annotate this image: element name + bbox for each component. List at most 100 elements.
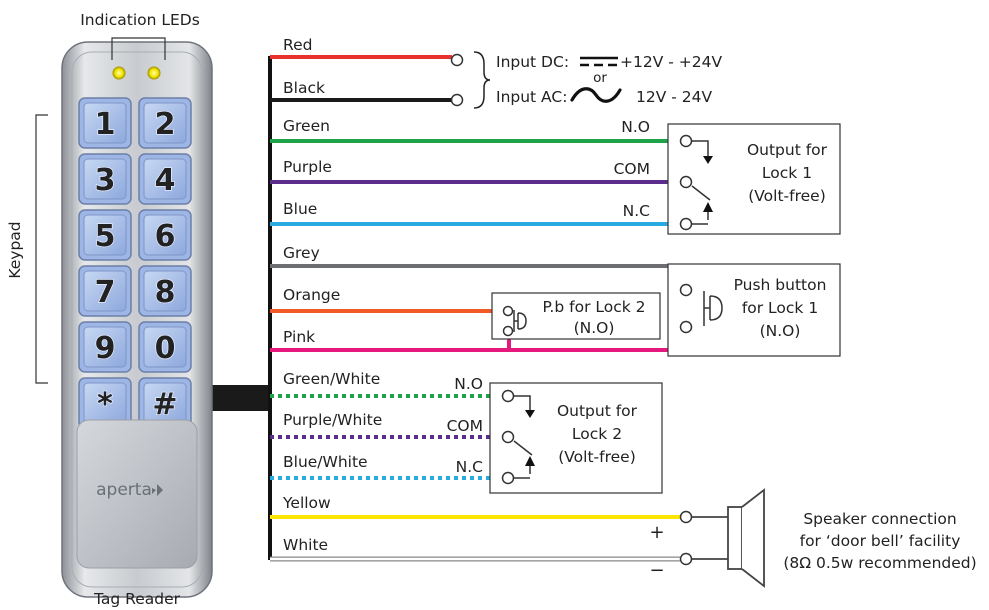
keypad-keys: 1 2 3 4 5 6 7 8 9 0 * # <box>78 97 192 429</box>
push-button-lock-1: Push button for Lock 1 (N.O) <box>667 263 841 357</box>
key-label: 1 <box>95 107 116 142</box>
key-label: 3 <box>95 163 116 198</box>
key-label: # <box>152 387 177 422</box>
wire-blue: Blue <box>270 200 680 226</box>
power-brace <box>473 51 491 109</box>
wire-label: Orange <box>283 286 340 304</box>
relay2-box <box>489 382 663 494</box>
terminal-white <box>679 552 693 566</box>
key-3: 3 <box>78 153 132 205</box>
relay2-nc: N.C <box>456 458 483 476</box>
speaker: + − Speaker connection for ‘door bell’ f… <box>649 488 977 588</box>
wire-red: Red <box>270 36 452 59</box>
pushbutton2-box <box>491 292 661 340</box>
speaker-magnet <box>727 506 743 570</box>
indication-led-left <box>112 66 126 80</box>
key-label: 9 <box>95 331 116 366</box>
pushbutton1-type: (N.O) <box>760 322 801 340</box>
push-button-lock-2: P.b for Lock 2 (N.O) <box>491 292 661 340</box>
power-ac-value: 12V - 24V <box>636 88 712 106</box>
brand-logo: aperta <box>96 480 152 500</box>
power-or: or <box>593 70 607 86</box>
key-star: * <box>78 377 132 429</box>
relay-lock-2: N.O COM N.C Output for Lock 2 (Volt-free… <box>447 375 663 494</box>
key-label: 0 <box>155 331 176 366</box>
key-7: 7 <box>78 265 132 317</box>
wire-white: White <box>270 536 680 562</box>
key-label: 4 <box>155 163 176 198</box>
wire-label: Black <box>283 79 325 97</box>
relay-lock-1: N.O COM N.C Output for Lock 1 (Volt-free… <box>614 118 841 235</box>
speaker-minus: − <box>649 560 664 581</box>
relay1-com: COM <box>614 160 650 178</box>
dc-symbol-icon <box>580 56 618 67</box>
speaker-title: Speaker connection <box>803 510 956 528</box>
key-label: 8 <box>155 275 176 310</box>
relay2-title: Output for <box>557 402 638 420</box>
keypad-label: Keypad <box>6 221 24 278</box>
indication-leds-label: Indication LEDs <box>80 11 200 29</box>
wire-green: Green <box>270 117 680 143</box>
relay1-voltfree: (Volt-free) <box>748 187 826 205</box>
wire-label: Green/White <box>283 370 380 388</box>
relay2-com: COM <box>447 417 483 435</box>
key-label: 6 <box>155 219 176 254</box>
pushbutton1-lock: for Lock 1 <box>742 299 818 317</box>
indication-leds-bracket <box>111 37 166 60</box>
speaker-facility: for ‘door bell’ facility <box>800 532 961 550</box>
power-ac-label: Input AC: <box>496 88 567 106</box>
relay1-no: N.O <box>621 118 650 136</box>
speaker-recommendation: (8Ω 0.5w recommended) <box>783 554 976 572</box>
brand-mark-icon <box>152 484 163 496</box>
wire-label: Blue/White <box>283 453 368 471</box>
key-9: 9 <box>78 321 132 373</box>
wire-label: Green <box>283 117 330 135</box>
key-1: 1 <box>78 97 132 149</box>
wire-label: Grey <box>283 244 320 262</box>
wire-black: Black <box>270 79 452 102</box>
wire-label: Blue <box>283 200 317 218</box>
wire-blue-white: Blue/White <box>270 453 502 480</box>
indication-led-right <box>147 66 161 80</box>
key-hash: # <box>138 377 192 429</box>
wire-grey: Grey <box>270 244 688 284</box>
terminal-black <box>450 93 464 107</box>
device-faceplate <box>71 51 203 588</box>
key-label: 2 <box>155 107 176 142</box>
keypad-bracket <box>35 114 48 384</box>
tag-reader-label: Tag Reader <box>93 590 181 608</box>
relay1-box <box>667 123 841 235</box>
wire-label: Yellow <box>282 494 331 512</box>
speaker-cone-icon <box>741 488 765 588</box>
push-button-2-symbol-icon <box>513 310 527 332</box>
pushbutton2-title: P.b for Lock 2 <box>543 298 646 316</box>
key-label: 7 <box>95 275 116 310</box>
power-dc-value: +12V - +24V <box>620 53 722 71</box>
terminal-yellow <box>679 510 693 524</box>
key-0: 0 <box>138 321 192 373</box>
key-5: 5 <box>78 209 132 261</box>
speaker-plus: + <box>649 522 664 543</box>
pushbutton1-title: Push button <box>734 276 827 294</box>
wire-yellow: Yellow <box>270 494 680 519</box>
key-8: 8 <box>138 265 192 317</box>
keypad-device: 1 2 3 4 5 6 7 8 9 0 * # aperta <box>61 41 270 598</box>
relay1-title: Output for <box>747 141 828 159</box>
push-button-symbol-icon <box>703 291 723 326</box>
relay2-voltfree: (Volt-free) <box>558 448 636 466</box>
power-input: Input DC: +12V - +24V or Input AC: 12V -… <box>450 51 722 109</box>
key-6: 6 <box>138 209 192 261</box>
key-2: 2 <box>138 97 192 149</box>
relay1-lock: Lock 1 <box>762 164 812 182</box>
relay2-lock: Lock 2 <box>572 425 622 443</box>
key-label: 5 <box>95 219 116 254</box>
relay1-nc: N.C <box>623 202 650 220</box>
wire-purple: Purple <box>270 158 680 184</box>
tag-reader-pad <box>76 419 198 569</box>
pushbutton2-type: (N.O) <box>574 319 615 337</box>
wire-label: Purple <box>283 158 332 176</box>
wire-label: White <box>283 536 328 554</box>
wire-orange: Orange <box>270 286 503 313</box>
wire-label: Red <box>283 36 312 54</box>
